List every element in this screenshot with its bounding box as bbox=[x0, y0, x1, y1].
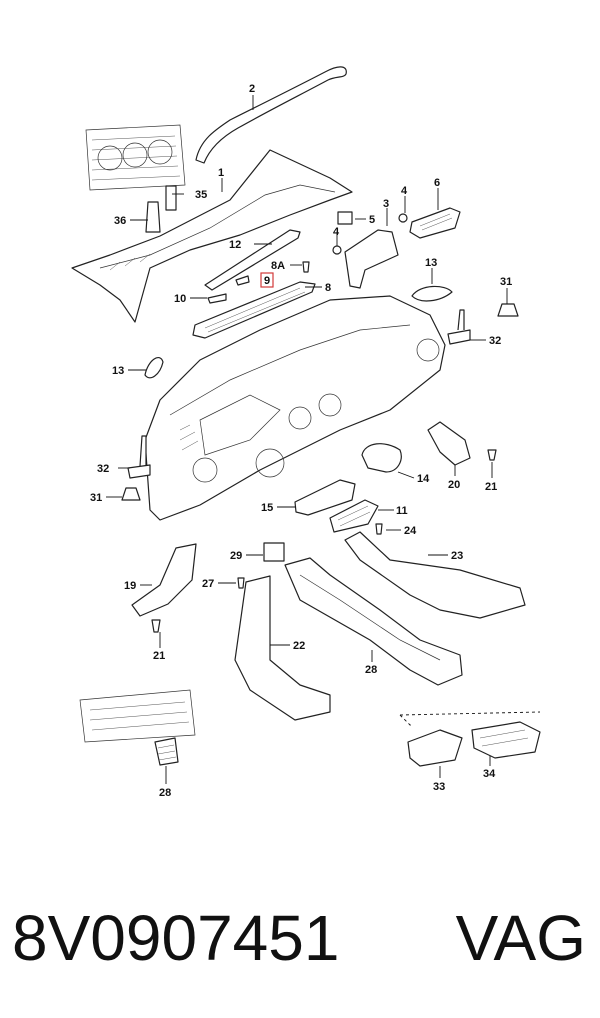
callout-24a: 24 bbox=[404, 525, 417, 537]
callout-31a: 31 bbox=[500, 276, 512, 288]
callout-28: 28 bbox=[159, 787, 171, 799]
screw-21-left bbox=[151, 619, 161, 633]
plenum-panel bbox=[71, 149, 353, 323]
callout-23: 23 bbox=[451, 550, 463, 562]
grille-28 bbox=[154, 737, 179, 766]
vent-14 bbox=[361, 443, 402, 473]
brand-caption: VAG bbox=[455, 902, 586, 974]
sensor-32-left bbox=[127, 435, 151, 479]
callout-35: 35 bbox=[195, 189, 207, 201]
callout-33: 33 bbox=[433, 781, 445, 793]
dashboard-assembly bbox=[144, 295, 446, 521]
callout-13a: 13 bbox=[425, 257, 437, 269]
callout-9-highlight bbox=[260, 272, 274, 288]
bracket-part bbox=[145, 201, 161, 233]
callout-36: 36 bbox=[114, 215, 126, 227]
vent-11 bbox=[329, 499, 379, 533]
callout-22: 22 bbox=[293, 640, 305, 652]
leader-lines bbox=[106, 95, 541, 784]
cowl-seal-strip bbox=[195, 66, 347, 164]
callout-32b: 32 bbox=[97, 463, 109, 475]
callout-8: 8 bbox=[325, 282, 331, 294]
callout-34: 34 bbox=[483, 768, 496, 780]
callout-6: 6 bbox=[434, 177, 440, 189]
tray-15 bbox=[294, 479, 356, 516]
plate-10 bbox=[207, 293, 227, 304]
callout-4a: 4 bbox=[401, 185, 408, 197]
callout-19: 19 bbox=[124, 580, 136, 592]
callout-11: 11 bbox=[396, 505, 408, 517]
callout-2: 2 bbox=[249, 83, 255, 95]
callout-8a: 8A bbox=[271, 260, 285, 272]
callout-9: 9 bbox=[264, 275, 270, 287]
part-number-caption: 8V0907451 bbox=[12, 902, 340, 974]
bracket-20 bbox=[427, 421, 471, 466]
callout-3: 3 bbox=[383, 198, 389, 210]
lower-body-sketch bbox=[79, 689, 196, 743]
screw-8a bbox=[302, 261, 310, 273]
nut-4 bbox=[398, 213, 408, 223]
vent-13-left bbox=[144, 357, 164, 379]
callout-20: 20 bbox=[448, 479, 460, 491]
defroster-vent-strip bbox=[192, 281, 316, 339]
vent-33 bbox=[407, 729, 463, 767]
engine-bay-sketch bbox=[85, 124, 186, 191]
foam-29 bbox=[263, 542, 285, 562]
duct-23 bbox=[344, 531, 526, 619]
callout-5: 5 bbox=[369, 214, 375, 226]
callout-4b: 4 bbox=[333, 226, 340, 238]
sensor-31-left bbox=[121, 487, 141, 501]
callout-15: 15 bbox=[261, 502, 273, 514]
duct-27 bbox=[284, 557, 463, 686]
callout-21a: 21 bbox=[485, 481, 497, 493]
callout-32a: 32 bbox=[489, 335, 501, 347]
callout-31b: 31 bbox=[90, 492, 102, 504]
trim-strip-12 bbox=[204, 229, 301, 291]
sensor-32-right bbox=[447, 309, 471, 345]
side-vent-6 bbox=[409, 207, 461, 239]
clip-24-left bbox=[237, 577, 245, 589]
clip-5 bbox=[337, 211, 353, 225]
vent-34 bbox=[471, 721, 541, 759]
callout-27: 28 bbox=[365, 664, 377, 676]
duct-22 bbox=[234, 575, 331, 721]
parts-exploded-diagram: 2 1 35 36 12 8A 8 9 10 3 4 6 5 4 13 31 3… bbox=[71, 66, 541, 799]
duct-19 bbox=[131, 543, 197, 617]
callout-29: 29 bbox=[230, 550, 242, 562]
clip-24-right bbox=[375, 523, 383, 535]
callout-1: 1 bbox=[218, 167, 224, 179]
clip-part bbox=[165, 185, 177, 211]
callout-labels: 2 1 35 36 12 8A 8 9 10 3 4 6 5 4 13 31 3… bbox=[90, 83, 512, 799]
callout-10: 10 bbox=[174, 293, 186, 305]
callout-12: 12 bbox=[229, 239, 241, 251]
bracket-3 bbox=[344, 229, 399, 289]
callout-13b: 13 bbox=[112, 365, 124, 377]
callout-24b: 27 bbox=[202, 578, 214, 590]
callout-14: 14 bbox=[417, 473, 430, 485]
callout-21b: 21 bbox=[153, 650, 165, 662]
screw-21-right bbox=[487, 449, 497, 461]
sensor-31-right bbox=[497, 303, 519, 317]
vent-13-right bbox=[411, 285, 453, 302]
